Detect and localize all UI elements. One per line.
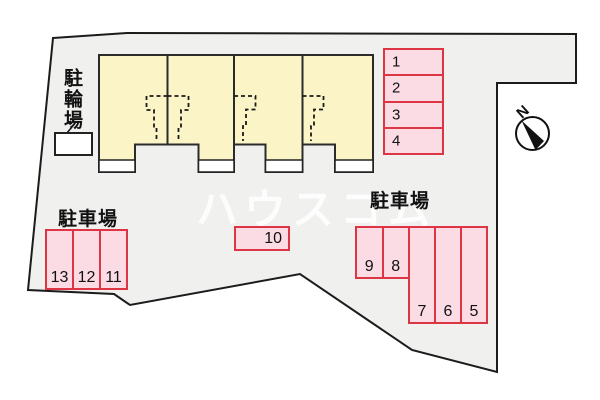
compass-north-letter: N bbox=[513, 102, 532, 122]
parking-space-number: 13 bbox=[50, 269, 69, 286]
parking-space-1: 1 bbox=[383, 48, 444, 77]
parking-group-1-4: 1 2 3 4 bbox=[383, 48, 444, 155]
parking-space-11: 11 bbox=[99, 229, 128, 290]
parking-space-number: 7 bbox=[417, 303, 427, 320]
entry-path-dashes bbox=[145, 95, 325, 142]
parking-space-9: 9 bbox=[355, 226, 384, 279]
parking-space-8: 8 bbox=[381, 226, 410, 279]
parking-group-13-11: 13 12 11 bbox=[45, 229, 128, 290]
parking-label-left: 駐車場 bbox=[58, 209, 119, 230]
parking-space-number: 2 bbox=[392, 79, 401, 97]
parking-space-4: 4 bbox=[383, 126, 444, 155]
parking-space-number: 8 bbox=[391, 258, 401, 275]
parking-space-7: 7 bbox=[408, 226, 436, 324]
parking-group-10: 10 bbox=[234, 226, 290, 251]
parking-space-2: 2 bbox=[383, 74, 444, 103]
parking-group-9-8: 9 8 bbox=[355, 226, 410, 279]
parking-space-number: 10 bbox=[264, 229, 282, 247]
parking-space-number: 12 bbox=[77, 269, 96, 286]
building-unit-dividers bbox=[166, 55, 304, 145]
parking-space-10: 10 bbox=[234, 226, 290, 251]
parking-label-right: 駐車場 bbox=[370, 191, 431, 212]
parking-space-number: 5 bbox=[469, 303, 479, 320]
parking-space-5: 5 bbox=[460, 226, 488, 324]
bicycle-parking-area bbox=[54, 132, 93, 156]
bicycle-parking-label: 駐輪場 bbox=[61, 68, 82, 131]
parking-space-number: 4 bbox=[392, 132, 401, 150]
parking-space-6: 6 bbox=[434, 226, 462, 324]
watermark: ハウスコム bbox=[196, 186, 437, 233]
parking-space-number: 11 bbox=[105, 269, 122, 286]
parking-space-13: 13 bbox=[45, 229, 74, 290]
building-porch-strips bbox=[98, 159, 374, 173]
parking-group-7-5: 7 6 5 bbox=[408, 226, 488, 324]
parking-space-number: 3 bbox=[392, 106, 401, 124]
parking-space-12: 12 bbox=[72, 229, 101, 290]
parking-space-3: 3 bbox=[383, 100, 444, 129]
parking-space-number: 1 bbox=[392, 53, 401, 71]
parking-space-number: 9 bbox=[364, 258, 374, 275]
parking-space-number: 6 bbox=[443, 303, 453, 320]
north-arrow-icon: N bbox=[513, 102, 550, 151]
